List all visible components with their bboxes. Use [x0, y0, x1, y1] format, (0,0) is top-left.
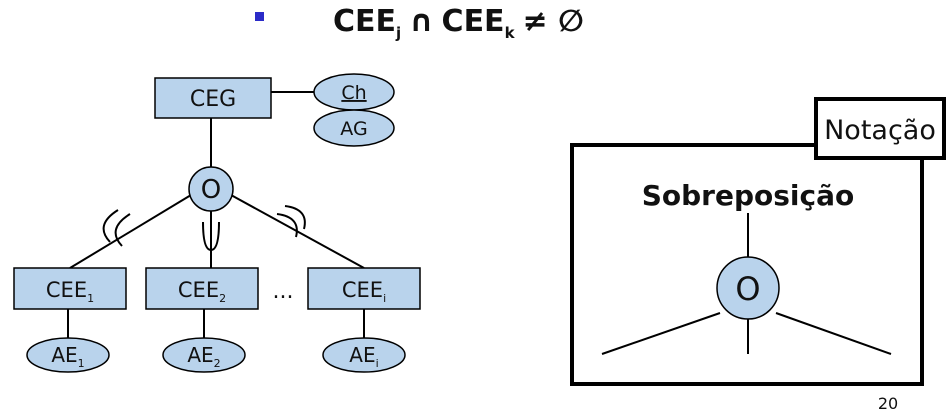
subclass-box-2	[145, 267, 259, 310]
subclass-attr-ellipse-2	[162, 337, 246, 373]
notation-title: Sobreposição	[642, 179, 855, 212]
notation-overlap-symbol: O	[735, 270, 760, 308]
subclass-attr-ellipse-i	[322, 337, 406, 373]
page-number: 20	[878, 394, 898, 413]
cee-right: CEE	[442, 4, 505, 39]
superclass-label: CEG	[190, 87, 236, 112]
notation-lines	[601, 213, 892, 355]
subclass-box-1	[13, 267, 127, 310]
cee-left: CEE	[333, 4, 396, 39]
overlap-symbol: O	[201, 175, 221, 205]
attribute-ag-label: AG	[340, 118, 367, 140]
subset-arc-left	[102, 209, 131, 247]
sub-right: k	[505, 24, 516, 42]
subclass-attr-ellipse-1	[26, 337, 110, 373]
bullet-square	[255, 12, 264, 21]
notation-tag-box	[814, 97, 946, 160]
relation: ≠ ∅	[523, 4, 584, 39]
overlap-circle	[188, 166, 234, 212]
subset-arcs	[102, 205, 306, 252]
subset-arc-middle	[202, 221, 220, 252]
subclass-attr-label-i: AEi	[349, 343, 378, 370]
superclass-box	[154, 77, 272, 119]
sub-left: j	[395, 24, 401, 42]
attribute-ag-ellipse	[313, 109, 395, 147]
notation-tag: Notação	[824, 115, 936, 146]
subclass-attr-label-2: AE2	[187, 343, 220, 370]
subclass-label-2: CEE2	[178, 278, 226, 305]
subclass-attr-label-1: AE1	[51, 343, 84, 370]
ellipsis: ...	[273, 279, 294, 304]
subset-arc-right	[276, 205, 306, 238]
notation-overlap-circle	[716, 256, 780, 320]
attribute-ch-label: Ch	[341, 82, 366, 104]
subclass-label-1: CEE1	[46, 278, 94, 305]
intersect-symbol: ∩	[409, 4, 433, 39]
header-formula: CEEj∩CEEk≠ ∅	[333, 4, 584, 42]
subclass-box-i	[307, 267, 421, 310]
subclass-label-i: CEEi	[342, 278, 386, 305]
